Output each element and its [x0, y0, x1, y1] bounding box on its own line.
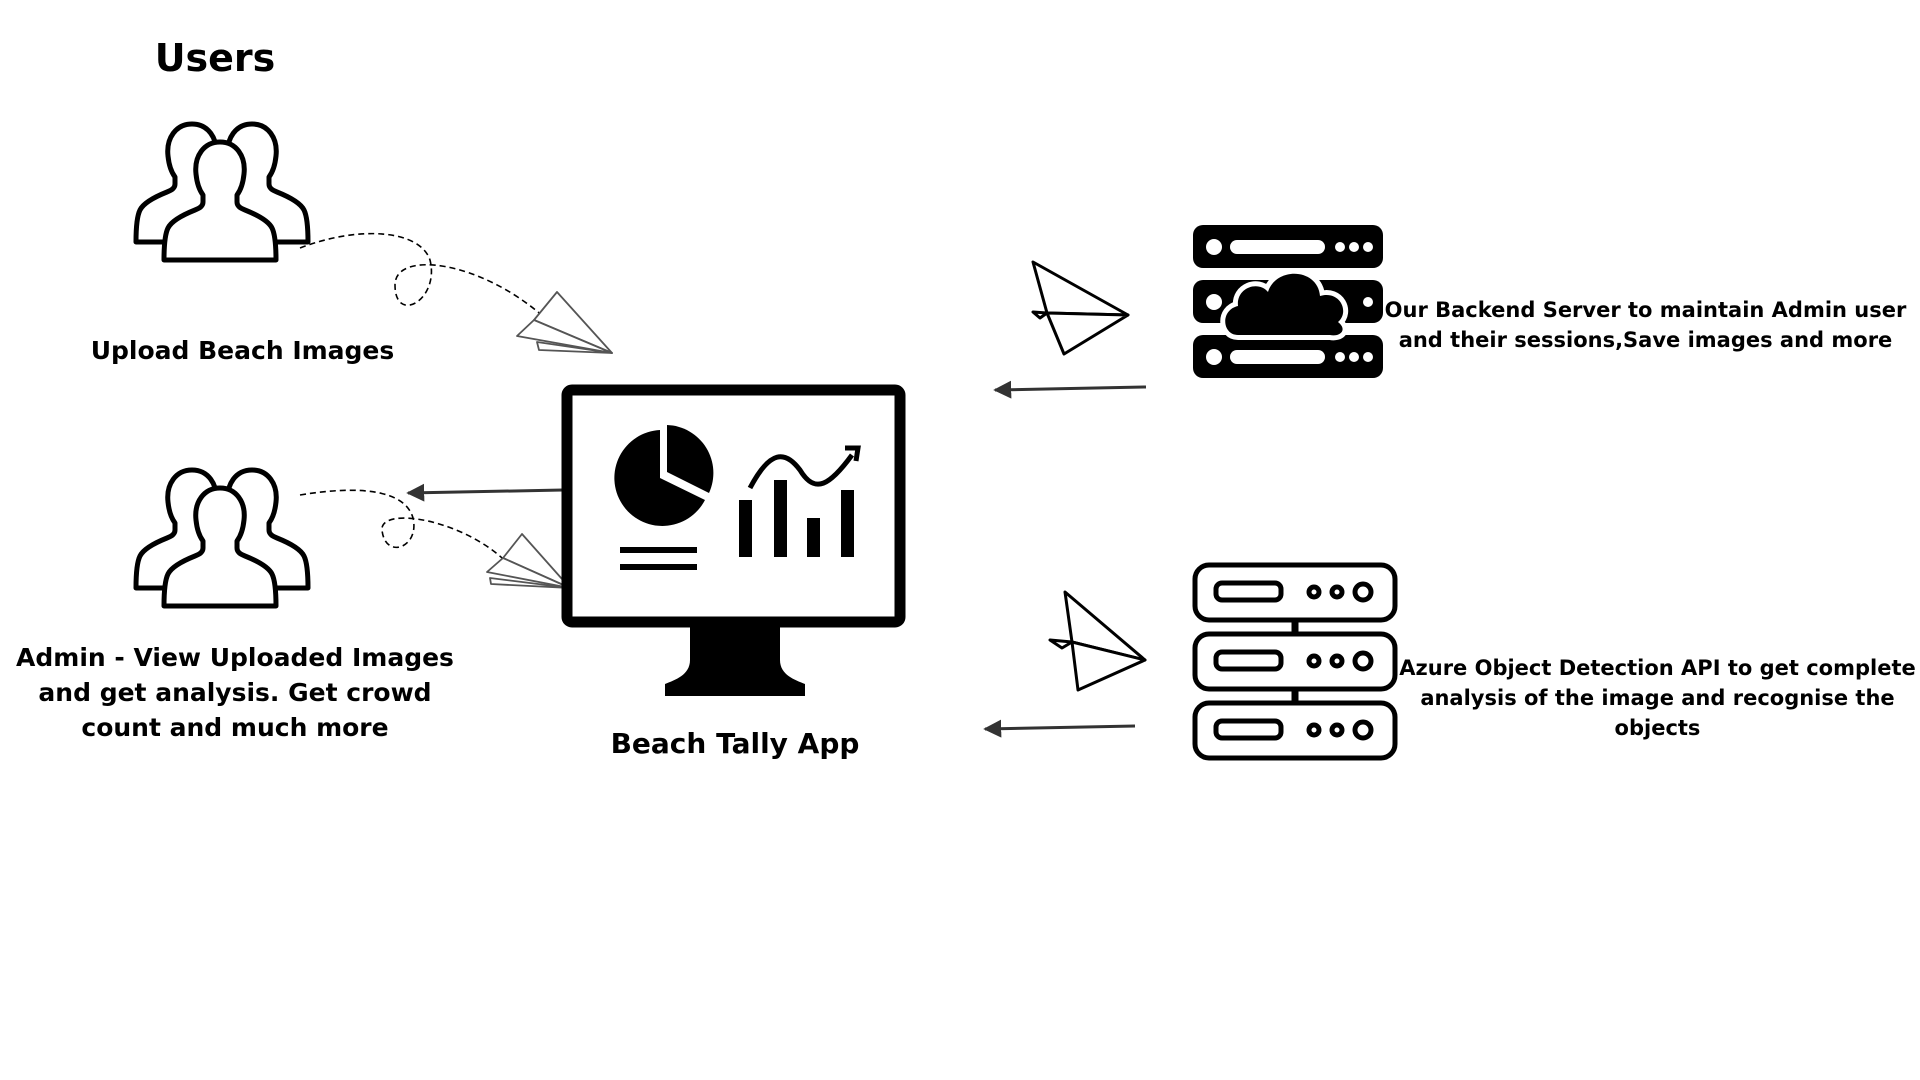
dashed-flow-line [299, 232, 546, 319]
cloud-server-icon [1193, 225, 1383, 378]
backend-server-label: Our Backend Server to maintain Admin use… [1384, 298, 1907, 352]
monitor-dashboard-icon [561, 384, 906, 696]
arrow-backend-to-app [993, 380, 1147, 399]
upload-label: Upload Beach Images [90, 336, 395, 365]
dashed-flow-line [299, 489, 513, 569]
admin-label: Admin - View Uploaded Images and get ana… [16, 643, 454, 742]
paper-plane-icon [1048, 590, 1147, 692]
users-group-icon [136, 124, 308, 260]
paper-plane-icon [516, 291, 613, 354]
users-group-icon [136, 470, 308, 606]
app-label: Beach Tally App [610, 727, 860, 760]
paper-plane-icon [486, 533, 571, 589]
arrow-azure-to-app [983, 719, 1136, 738]
arrow-app-to-admin [406, 483, 564, 502]
server-rack-icon [1192, 562, 1398, 761]
paper-plane-icon [1031, 260, 1130, 356]
users-heading: Users [154, 36, 276, 80]
azure-api-label: Azure Object Detection API to get comple… [1399, 656, 1916, 740]
